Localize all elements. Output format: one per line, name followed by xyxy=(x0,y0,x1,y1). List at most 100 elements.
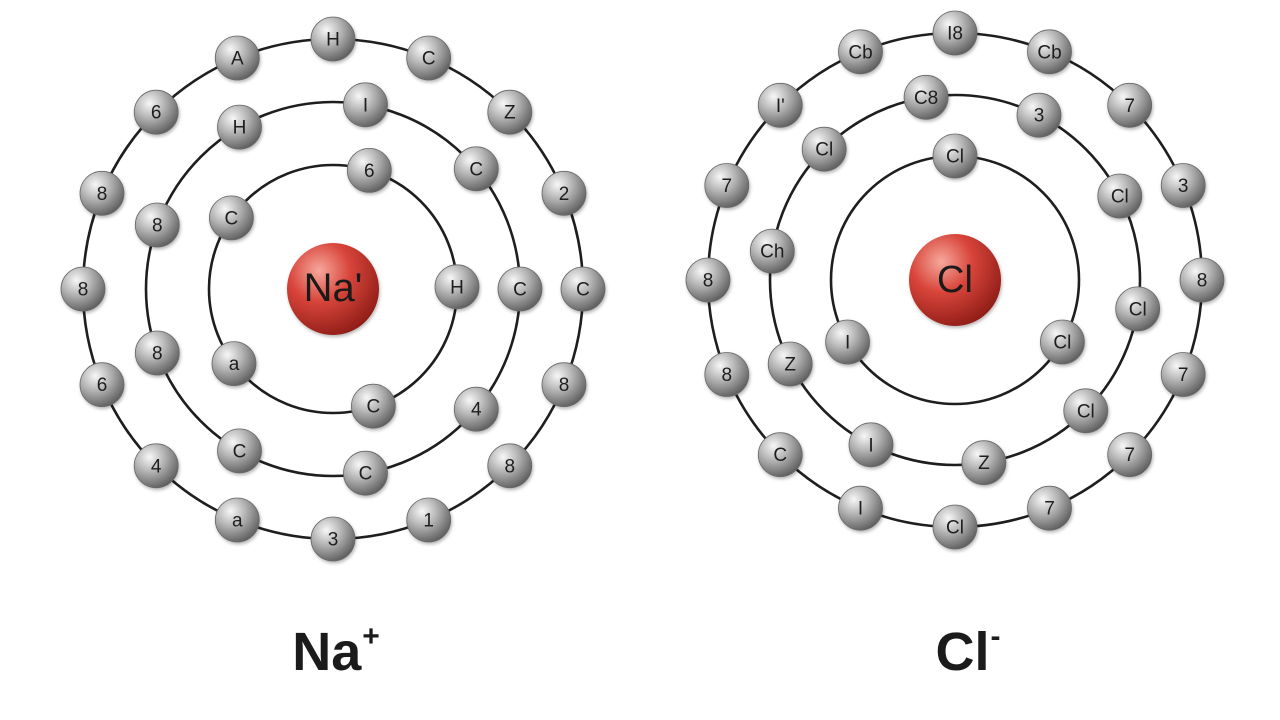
electron: Z xyxy=(961,440,1007,486)
electron-sphere xyxy=(453,386,499,432)
nucleus-label: Cl xyxy=(937,259,973,301)
electron-label: 7 xyxy=(1124,445,1135,466)
electron-label: C xyxy=(469,159,483,180)
electron: I xyxy=(848,422,894,468)
orbit-shell-2 xyxy=(768,93,1142,467)
electron: 7 xyxy=(1107,432,1153,478)
electron-sphere xyxy=(961,440,1007,486)
electron: 4 xyxy=(453,386,499,432)
electron-label: C xyxy=(367,397,381,418)
electron-sphere xyxy=(1027,485,1072,531)
electron-label: Cl xyxy=(1129,299,1147,320)
electron: Cb xyxy=(838,29,883,75)
electron-label: Cl xyxy=(1077,401,1095,422)
nucleus-sphere xyxy=(287,243,379,335)
electron-label: Cl xyxy=(1111,187,1129,208)
electron: Cl xyxy=(1063,388,1109,434)
electron: C xyxy=(757,432,803,478)
electron-sphere xyxy=(217,104,262,150)
electron-label: C xyxy=(422,49,436,70)
electron: a xyxy=(214,497,260,543)
electron: 2 xyxy=(541,170,587,216)
electron-label: Cl xyxy=(946,147,964,168)
electron: Cl xyxy=(932,133,978,179)
electron-label: I xyxy=(868,435,873,456)
electron: I xyxy=(838,485,883,531)
electron-label: H xyxy=(450,277,464,298)
electron-label: Z xyxy=(504,103,516,124)
electron: I xyxy=(343,82,388,128)
electron: C xyxy=(350,383,396,429)
electron: 3 xyxy=(1016,92,1062,138)
electron-sphere xyxy=(350,383,396,429)
electron-sphere xyxy=(134,202,180,248)
electron-label: 8 xyxy=(505,456,516,477)
electron-sphere xyxy=(1107,82,1153,128)
electron-sphere xyxy=(310,516,356,562)
chloride-ion-model: ClClClIClC83ClClClZIZChI8Cb738777ClIC887… xyxy=(685,10,1225,550)
electron-sphere xyxy=(825,319,870,365)
electron-sphere xyxy=(214,497,260,543)
electron-label: C8 xyxy=(914,88,938,109)
electron-sphere xyxy=(685,257,731,303)
electron: 6 xyxy=(79,362,125,408)
electron: 3 xyxy=(310,516,356,562)
electron-label: 3 xyxy=(328,530,339,551)
electron-sphere xyxy=(704,352,750,397)
sodium-charge: + xyxy=(362,620,380,653)
electron-sphere xyxy=(406,497,452,543)
electron-sphere xyxy=(343,450,388,496)
electron-label: H xyxy=(233,118,247,139)
electron-label: 2 xyxy=(559,184,570,205)
electron-label: C xyxy=(513,280,527,301)
electron: 8 xyxy=(704,352,750,397)
nucleus-label: Na' xyxy=(304,266,363,310)
electron: a xyxy=(211,341,257,387)
electron-label: C xyxy=(225,208,239,229)
electron-label: H xyxy=(326,30,340,51)
electron-label: 8 xyxy=(78,280,89,301)
electron-label: 1 xyxy=(423,511,434,532)
chloride-ion-label: Cl- xyxy=(838,622,1098,680)
electron-sphere xyxy=(1115,286,1161,332)
electron-label: I xyxy=(363,95,368,116)
electron: C xyxy=(560,266,606,312)
electron-sphere xyxy=(217,428,262,474)
electron-sphere xyxy=(541,170,587,216)
electron-label: 4 xyxy=(471,400,482,421)
electron-sphere xyxy=(767,341,813,387)
electron-label: 8 xyxy=(703,271,714,292)
electron-label: 3 xyxy=(1178,176,1189,197)
electron: 8 xyxy=(1179,257,1225,303)
electron: C xyxy=(343,450,388,496)
electron-sphere xyxy=(1179,257,1225,303)
electron-label: C xyxy=(576,280,590,301)
electron: Ch xyxy=(749,228,795,274)
sodium-symbol: Na xyxy=(292,622,362,682)
electron: Cb xyxy=(1027,29,1072,75)
electron-label: Cb xyxy=(848,42,872,63)
electron-sphere xyxy=(211,341,257,387)
electron-label: Cl xyxy=(946,518,964,539)
electron: Z xyxy=(767,341,813,387)
electron: 7 xyxy=(1107,82,1153,128)
electron-sphere xyxy=(560,266,606,312)
electron-label: A xyxy=(231,49,244,70)
electron-sphere xyxy=(848,422,894,468)
electron: C xyxy=(497,266,543,312)
electron: 3 xyxy=(1160,163,1206,208)
electron: I' xyxy=(757,82,803,128)
electron-sphere xyxy=(749,228,795,274)
nucleus-sphere xyxy=(909,234,1001,326)
electron: C xyxy=(208,195,254,241)
electron: Cl xyxy=(801,126,847,172)
electron-label: a xyxy=(232,511,243,532)
electron-sphere xyxy=(903,74,949,120)
electron-label: 8 xyxy=(559,375,570,396)
electron: 8 xyxy=(60,266,106,312)
electron: Cl xyxy=(1097,173,1143,219)
electron-sphere xyxy=(932,504,978,550)
electron-label: 8 xyxy=(722,365,733,386)
electron-label: Z xyxy=(978,453,990,474)
